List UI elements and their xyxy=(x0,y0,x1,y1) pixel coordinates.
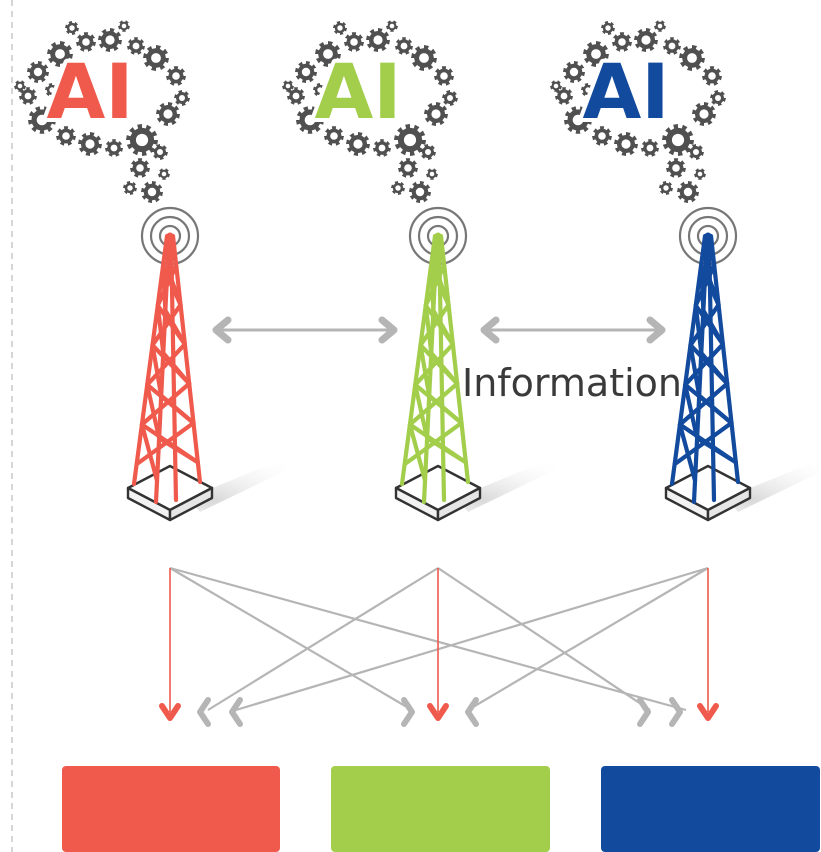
tower-base xyxy=(126,464,214,522)
brain-gears-icon xyxy=(14,20,190,203)
towers-group xyxy=(126,206,821,522)
chevron-right-icon xyxy=(637,697,651,727)
chevron-right-icon xyxy=(669,697,683,727)
block-blue xyxy=(601,766,820,852)
node-blue-tower xyxy=(664,206,821,522)
connector-line xyxy=(235,566,709,712)
chevron-left-icon xyxy=(229,697,243,727)
connector-line xyxy=(467,567,709,711)
chevron-left-icon xyxy=(197,697,211,727)
node-red-tower xyxy=(126,206,316,522)
chevron-right-icon xyxy=(401,697,415,727)
connector-line xyxy=(207,567,439,711)
antenna-tower-icon xyxy=(131,232,203,505)
brain-gears-icon xyxy=(282,20,458,203)
brain-gears-icon xyxy=(550,20,726,203)
ai-label-blue: AI xyxy=(582,47,669,136)
block-red xyxy=(62,766,280,852)
chevron-left-icon xyxy=(465,697,479,727)
double-arrow-icon xyxy=(212,316,398,344)
connectors-group xyxy=(159,566,719,727)
connector-line xyxy=(169,566,687,712)
antenna-tower-icon xyxy=(669,232,741,505)
down-arrow-icon xyxy=(159,703,181,721)
node-green-tower xyxy=(394,206,584,522)
connector-line xyxy=(169,567,413,711)
down-arrow-icon xyxy=(427,703,449,721)
brain-gears-group xyxy=(14,20,726,203)
antenna-tower-icon xyxy=(399,232,471,505)
double-arrow-icon xyxy=(480,316,666,344)
connector-line xyxy=(437,567,651,711)
tower-base xyxy=(664,464,752,522)
block-green xyxy=(331,766,550,852)
ai-label-red: AI xyxy=(46,47,133,136)
down-arrow-icon xyxy=(697,703,719,721)
ai-label-green: AI xyxy=(314,47,401,136)
information-label: Information xyxy=(462,361,682,405)
